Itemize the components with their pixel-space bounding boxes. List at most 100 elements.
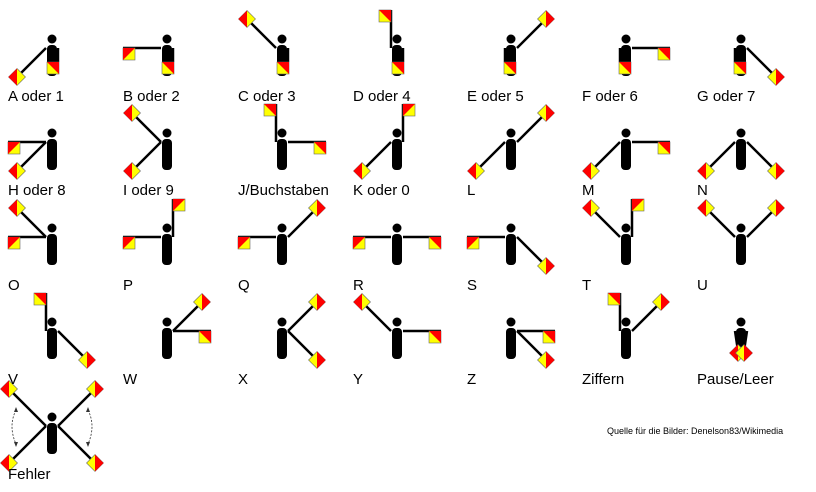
flag: [503, 61, 517, 75]
figure-head: [392, 128, 402, 138]
semaphore-figure: [729, 317, 753, 362]
figure-body: [506, 328, 516, 359]
signal-label: J/Buchstaben: [238, 182, 329, 199]
flag: [618, 61, 632, 75]
flag-red-half: [658, 142, 670, 154]
flag: [86, 454, 104, 472]
flag: [353, 162, 371, 180]
flag-red-half: [403, 104, 415, 116]
flag-red-half: [123, 48, 135, 60]
flag: [767, 199, 785, 217]
arm: [287, 304, 315, 332]
figure-body: [162, 328, 172, 359]
flag-red-half: [123, 237, 135, 249]
flag: [161, 61, 175, 75]
flag: [308, 293, 326, 311]
flag-red-half: [173, 199, 185, 211]
flag-red-half: [619, 62, 631, 74]
flag-red-half: [8, 162, 17, 180]
flag-red-half: [95, 454, 104, 472]
signal-label: Z: [467, 371, 477, 388]
arm: [57, 330, 85, 358]
figure-head: [506, 223, 516, 233]
flag: [467, 162, 485, 180]
flag: [378, 9, 392, 23]
flag: [33, 292, 47, 306]
flag: [582, 199, 600, 217]
figure-head: [277, 34, 287, 44]
flag-red-half: [546, 104, 555, 122]
arm: [593, 141, 621, 169]
flag-red-half: [8, 237, 20, 249]
flag: [237, 236, 251, 250]
figure-head: [736, 317, 746, 327]
arm: [593, 210, 621, 238]
flag: [8, 68, 26, 86]
flag-red-half: [776, 162, 785, 180]
signal-label: D oder 4: [353, 88, 411, 105]
arm: [287, 210, 315, 238]
figure-body: [621, 328, 631, 359]
semaphore-figure: [162, 293, 212, 359]
flag: [122, 47, 136, 61]
figure-body: [621, 139, 631, 170]
figure-head: [736, 223, 746, 233]
signal-label: R: [353, 277, 364, 294]
flag: [767, 68, 785, 86]
arrowhead: [14, 442, 18, 447]
flag: [172, 198, 186, 212]
waving-arrow: [87, 409, 93, 445]
figure-head: [47, 412, 57, 422]
flag-red-half: [504, 62, 516, 74]
figure-body: [506, 234, 516, 265]
figure-head: [162, 317, 172, 327]
flag: [238, 10, 256, 28]
signal-label: Pause/Leer: [697, 371, 774, 388]
flag-red-half: [546, 257, 555, 275]
signal-label: B oder 2: [123, 88, 180, 105]
signal-label: Q: [238, 277, 250, 294]
semaphore-figure: [733, 34, 785, 86]
figure-head: [392, 34, 402, 44]
flag-red-half: [353, 237, 365, 249]
signal-label: U: [697, 277, 708, 294]
signal-label: Fehler: [8, 466, 51, 483]
signal-label: O: [8, 277, 20, 294]
flag-red-half: [776, 68, 785, 86]
figure-head: [621, 128, 631, 138]
flag: [657, 47, 671, 61]
figure-body: [277, 234, 287, 265]
flag: [8, 199, 26, 217]
figure-body: [47, 139, 57, 170]
flag: [276, 61, 290, 75]
semaphore-figure: [263, 103, 327, 170]
flag: [767, 162, 785, 180]
arm: [287, 330, 315, 358]
flag-red-half: [199, 331, 211, 343]
flag-red-half: [317, 351, 326, 369]
arm: [19, 141, 47, 169]
semaphore-figure: [122, 34, 175, 76]
flag: [537, 104, 555, 122]
semaphore-figure: [697, 128, 785, 180]
flag: [402, 103, 416, 117]
flag: [122, 236, 136, 250]
figure-head: [47, 34, 57, 44]
arm: [516, 330, 544, 358]
figure-head: [47, 128, 57, 138]
flag: [123, 104, 141, 122]
flag-red-half: [87, 351, 96, 369]
semaphore-figure: [7, 128, 57, 180]
flag-red-half: [608, 293, 620, 305]
flag: [86, 380, 104, 398]
flag: [733, 61, 747, 75]
flag-red-half: [0, 454, 9, 472]
semaphore-figure: [697, 199, 785, 265]
flag-red-half: [467, 162, 476, 180]
figure-head: [506, 128, 516, 138]
flag-red-half: [467, 237, 479, 249]
flag: [7, 141, 21, 155]
flag: [193, 293, 211, 311]
arm: [364, 141, 392, 169]
semaphore-figure: [122, 198, 186, 265]
